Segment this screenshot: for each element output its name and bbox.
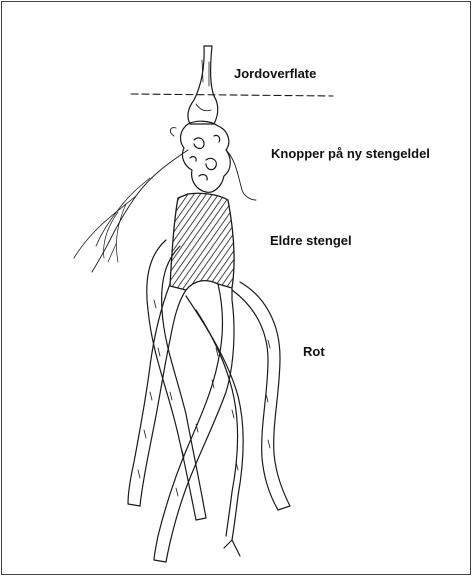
soil-surface-line: [131, 94, 333, 96]
new-shoot-stem: [188, 46, 218, 124]
label-soil-surface: Jordoverflate: [234, 66, 316, 81]
label-root: Rot: [303, 344, 325, 359]
label-older-stem: Eldre stengel: [270, 233, 352, 248]
label-buds: Knopper på ny stengeldel: [271, 146, 430, 161]
lateral-root-right: [226, 150, 256, 200]
older-stem: [170, 193, 234, 290]
root-center-right: [154, 284, 234, 562]
bud-zone: [181, 121, 231, 192]
root-crossing: [186, 296, 243, 556]
